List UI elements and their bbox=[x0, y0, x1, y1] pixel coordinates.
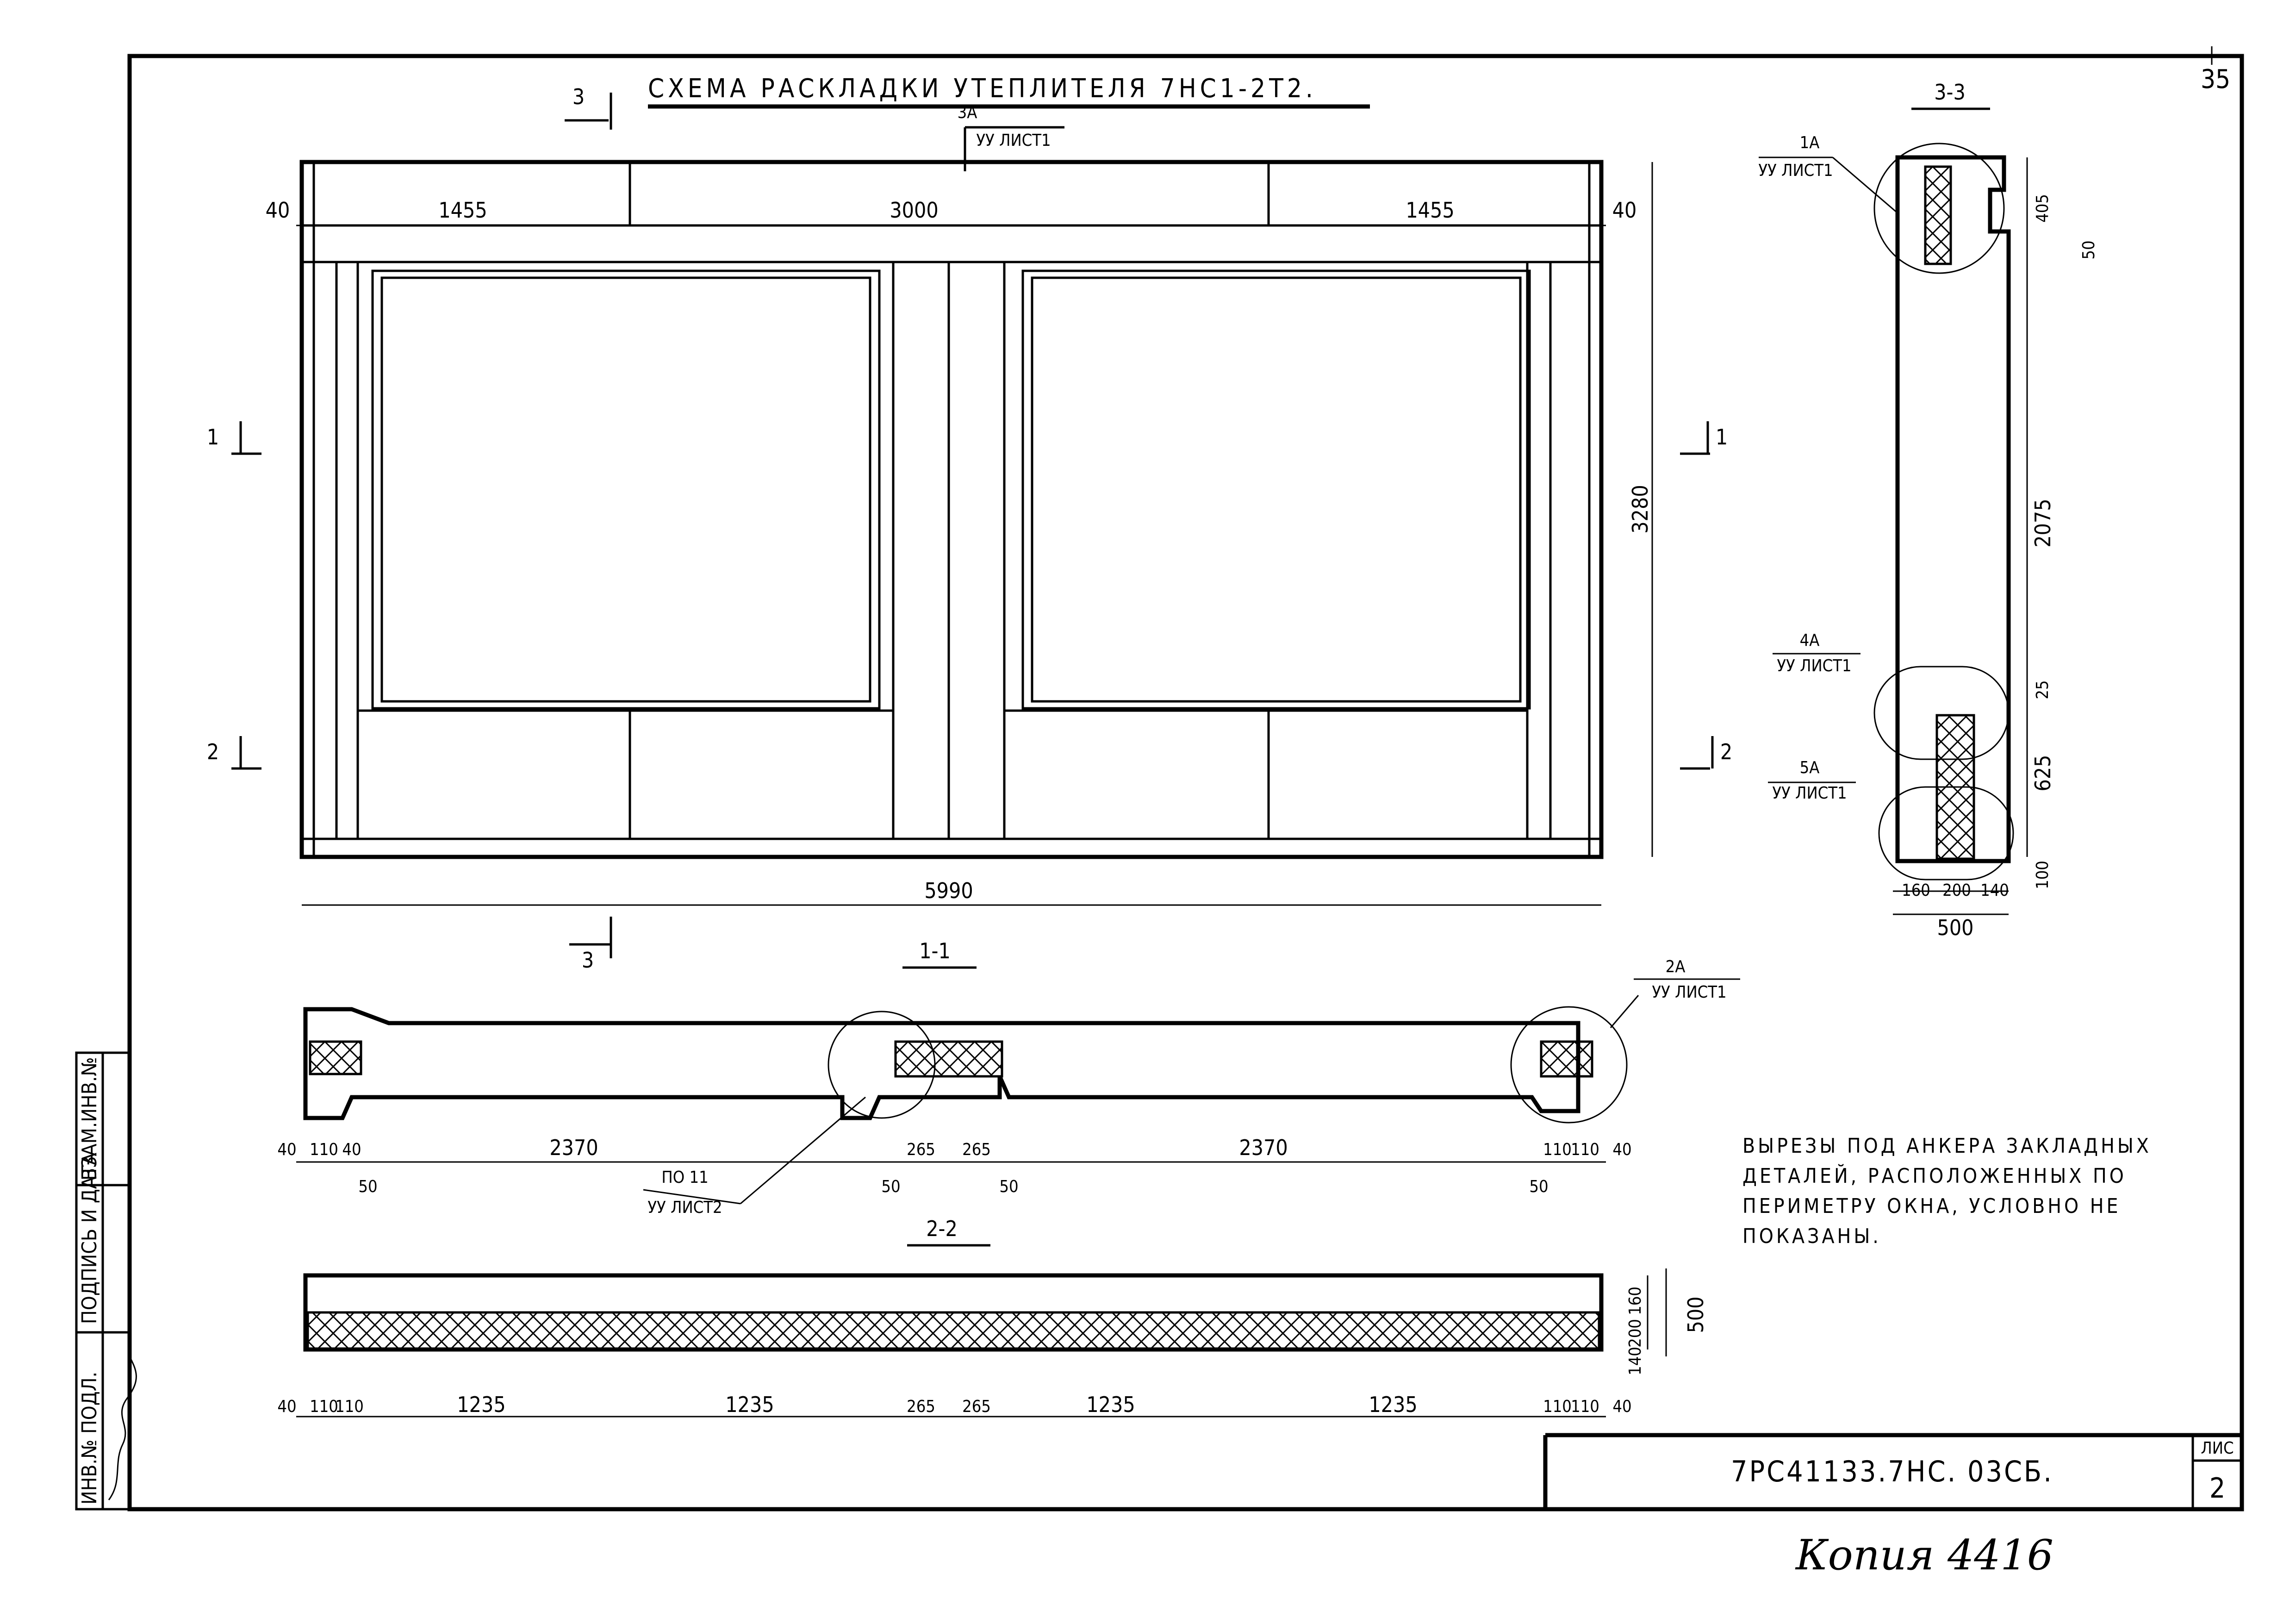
section-1-1 bbox=[303, 995, 1639, 1205]
overall-width-dim: 5990 bbox=[924, 878, 973, 903]
label: 1235 bbox=[725, 1392, 774, 1417]
label: 50 bbox=[2079, 240, 2098, 259]
signature bbox=[108, 1356, 137, 1500]
section-1-1-title: 1-1 bbox=[919, 938, 951, 963]
label: 110 bbox=[1571, 1140, 1599, 1159]
label: ПОКАЗАНЫ. bbox=[1742, 1224, 1881, 1248]
label: 110 bbox=[1571, 1397, 1599, 1416]
section-marks: 1 1 2 2 3 3 bbox=[207, 84, 1732, 973]
dim: 40 bbox=[266, 198, 290, 223]
leader-po11: ПО 11 bbox=[661, 1168, 708, 1187]
sheet-value: 2 bbox=[2209, 1472, 2225, 1505]
label: 200 bbox=[1942, 881, 1971, 900]
stamp-inv-podl: ИНВ.№ ПОДЛ. bbox=[78, 1372, 101, 1505]
label: 50 bbox=[1529, 1177, 1548, 1196]
callout-3a-ref: УУ ЛИСТ1 bbox=[976, 131, 1051, 150]
callout-3a-num: 3А bbox=[958, 103, 977, 122]
label: 50 bbox=[358, 1177, 377, 1196]
label: 110 bbox=[1543, 1397, 1572, 1416]
handwritten-note: Копия 4416 bbox=[1795, 1531, 2053, 1580]
section-2-2 bbox=[303, 1273, 1604, 1352]
drawing-title: СХЕМА РАСКЛАДКИ УТЕПЛИТЕЛЯ 7НС1-2Т2. bbox=[648, 74, 1317, 104]
section-3-3-title: 3-3 bbox=[1934, 80, 1966, 105]
section-3-3 bbox=[1873, 143, 2014, 881]
dim: 1455 bbox=[1406, 198, 1454, 223]
label: 500 bbox=[1683, 1297, 1708, 1333]
callout-1a-ref: УУ ЛИСТ1 bbox=[1758, 161, 1833, 180]
label: 100 bbox=[2033, 861, 2052, 889]
dim: 3000 bbox=[890, 198, 938, 223]
callout-5a-ref: УУ ЛИСТ1 bbox=[1772, 784, 1847, 803]
label: ДЕТАЛЕЙ, РАСПОЛОЖЕННЫХ ПО bbox=[1742, 1163, 2127, 1188]
label: 40 bbox=[277, 1397, 296, 1416]
general-note: ВЫРЕЗЫ ПОД АНКЕРА ЗАКЛАДНЫХ ДЕТАЛЕЙ, РАС… bbox=[1742, 1134, 2152, 1248]
sheet-label: ЛИС bbox=[2201, 1439, 2234, 1458]
sheet-frame bbox=[127, 46, 2244, 1512]
label: 500 bbox=[1937, 915, 1974, 940]
section-2-2-dims: 40 110 110 1235 1235 265 265 1235 1235 1… bbox=[277, 1268, 1708, 1418]
leader-po11-ref: УУ ЛИСТ2 bbox=[647, 1198, 722, 1217]
dim: 1455 bbox=[438, 198, 487, 223]
label: 1 bbox=[207, 425, 219, 450]
stamp-podpis-data: ПОДПИСЬ И ДАТА bbox=[78, 1153, 101, 1324]
label: 2 bbox=[1720, 739, 1732, 764]
label: 265 bbox=[962, 1397, 991, 1416]
label: 140 bbox=[1980, 881, 2009, 900]
label: 110 bbox=[310, 1397, 338, 1416]
label: 40 bbox=[277, 1140, 296, 1159]
callout-2a-ref: УУ ЛИСТ1 bbox=[1652, 983, 1726, 1002]
label: 2 bbox=[207, 739, 219, 764]
label: 160 bbox=[1902, 881, 1930, 900]
sheet-corner-number: 35 bbox=[2201, 64, 2230, 94]
label: 40 bbox=[1612, 1140, 1631, 1159]
label: 265 bbox=[962, 1140, 991, 1159]
label: 1 bbox=[1716, 425, 1728, 450]
section-1-1-dims: 40 110 40 2370 265 265 2370 110 110 40 5… bbox=[277, 957, 1740, 1217]
callout-4a-num: 4А bbox=[1800, 631, 1820, 650]
label: 40 bbox=[342, 1140, 361, 1159]
section-3-3-dims: 405 50 2075 25 625 100 160 200 140 500 1… bbox=[1758, 133, 2098, 940]
label: 405 bbox=[2033, 194, 2052, 223]
label: 40 bbox=[1612, 1397, 1631, 1416]
label: ПЕРИМЕТРУ ОКНА, УСЛОВНО НЕ bbox=[1742, 1194, 2121, 1218]
label: 265 bbox=[907, 1397, 935, 1416]
label: 110 bbox=[310, 1140, 338, 1159]
callout-5a-num: 5А bbox=[1800, 758, 1820, 777]
label: 2075 bbox=[2030, 499, 2055, 547]
document-code: 7РС41133.7НС. 03СБ. bbox=[1731, 1455, 2053, 1488]
label: 625 bbox=[2030, 755, 2055, 792]
label: 265 bbox=[907, 1140, 935, 1159]
label: 50 bbox=[881, 1177, 900, 1196]
callout-2a-num: 2А bbox=[1666, 957, 1686, 976]
label: 2370 bbox=[549, 1135, 598, 1160]
label: 3 bbox=[582, 948, 594, 973]
callout-4a-ref: УУ ЛИСТ1 bbox=[1777, 656, 1851, 675]
overall-height-dim: 3280 bbox=[1628, 485, 1653, 533]
label: 110 bbox=[1543, 1140, 1572, 1159]
stamp-column: ИНВ.№ ПОДЛ. ПОДПИСЬ И ДАТА ВЗАМ.ИНВ.№ bbox=[75, 1051, 137, 1511]
stamp-vzam-inv: ВЗАМ.ИНВ.№ bbox=[78, 1057, 101, 1181]
panel-elevation bbox=[299, 160, 1604, 859]
elevation-top-dims: 40 1455 3000 1455 40 bbox=[266, 198, 1637, 226]
title-block: 7РС41133.7НС. 03СБ. ЛИС 2 bbox=[1543, 1433, 2242, 1509]
label: 1235 bbox=[1086, 1392, 1135, 1417]
label: 50 bbox=[999, 1177, 1018, 1196]
label: 140 bbox=[1626, 1347, 1645, 1375]
label: 160 bbox=[1626, 1287, 1645, 1315]
label: 2370 bbox=[1239, 1135, 1288, 1160]
dim: 40 bbox=[1612, 198, 1637, 223]
label: ВЫРЕЗЫ ПОД АНКЕРА ЗАКЛАДНЫХ bbox=[1742, 1134, 2152, 1158]
callout-1a-num: 1А bbox=[1800, 133, 1820, 152]
label: 3 bbox=[572, 84, 585, 109]
label: 25 bbox=[2033, 680, 2052, 699]
section-2-2-title: 2-2 bbox=[926, 1216, 958, 1241]
label: 110 bbox=[335, 1397, 364, 1416]
label: 200 bbox=[1626, 1319, 1645, 1348]
label: 1235 bbox=[457, 1392, 505, 1417]
label: 1235 bbox=[1369, 1392, 1417, 1417]
